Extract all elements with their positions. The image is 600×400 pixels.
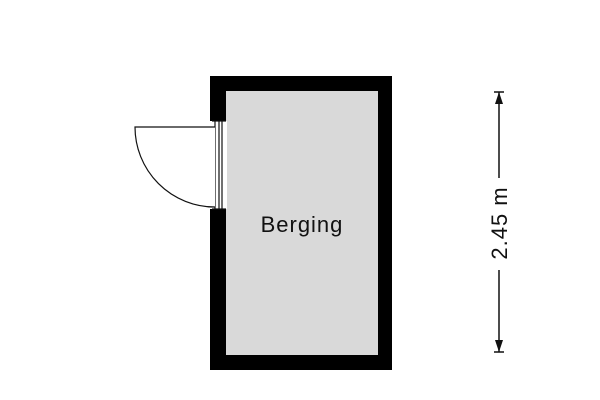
room-floor [226,91,378,355]
dimension-arrow-bottom [495,340,503,352]
room-label: Berging [261,212,344,237]
dimension-arrows [495,92,503,352]
door-swing [134,126,216,208]
dimension-arrow-top [495,92,503,104]
dimension-label: 2.45 m [487,186,512,259]
